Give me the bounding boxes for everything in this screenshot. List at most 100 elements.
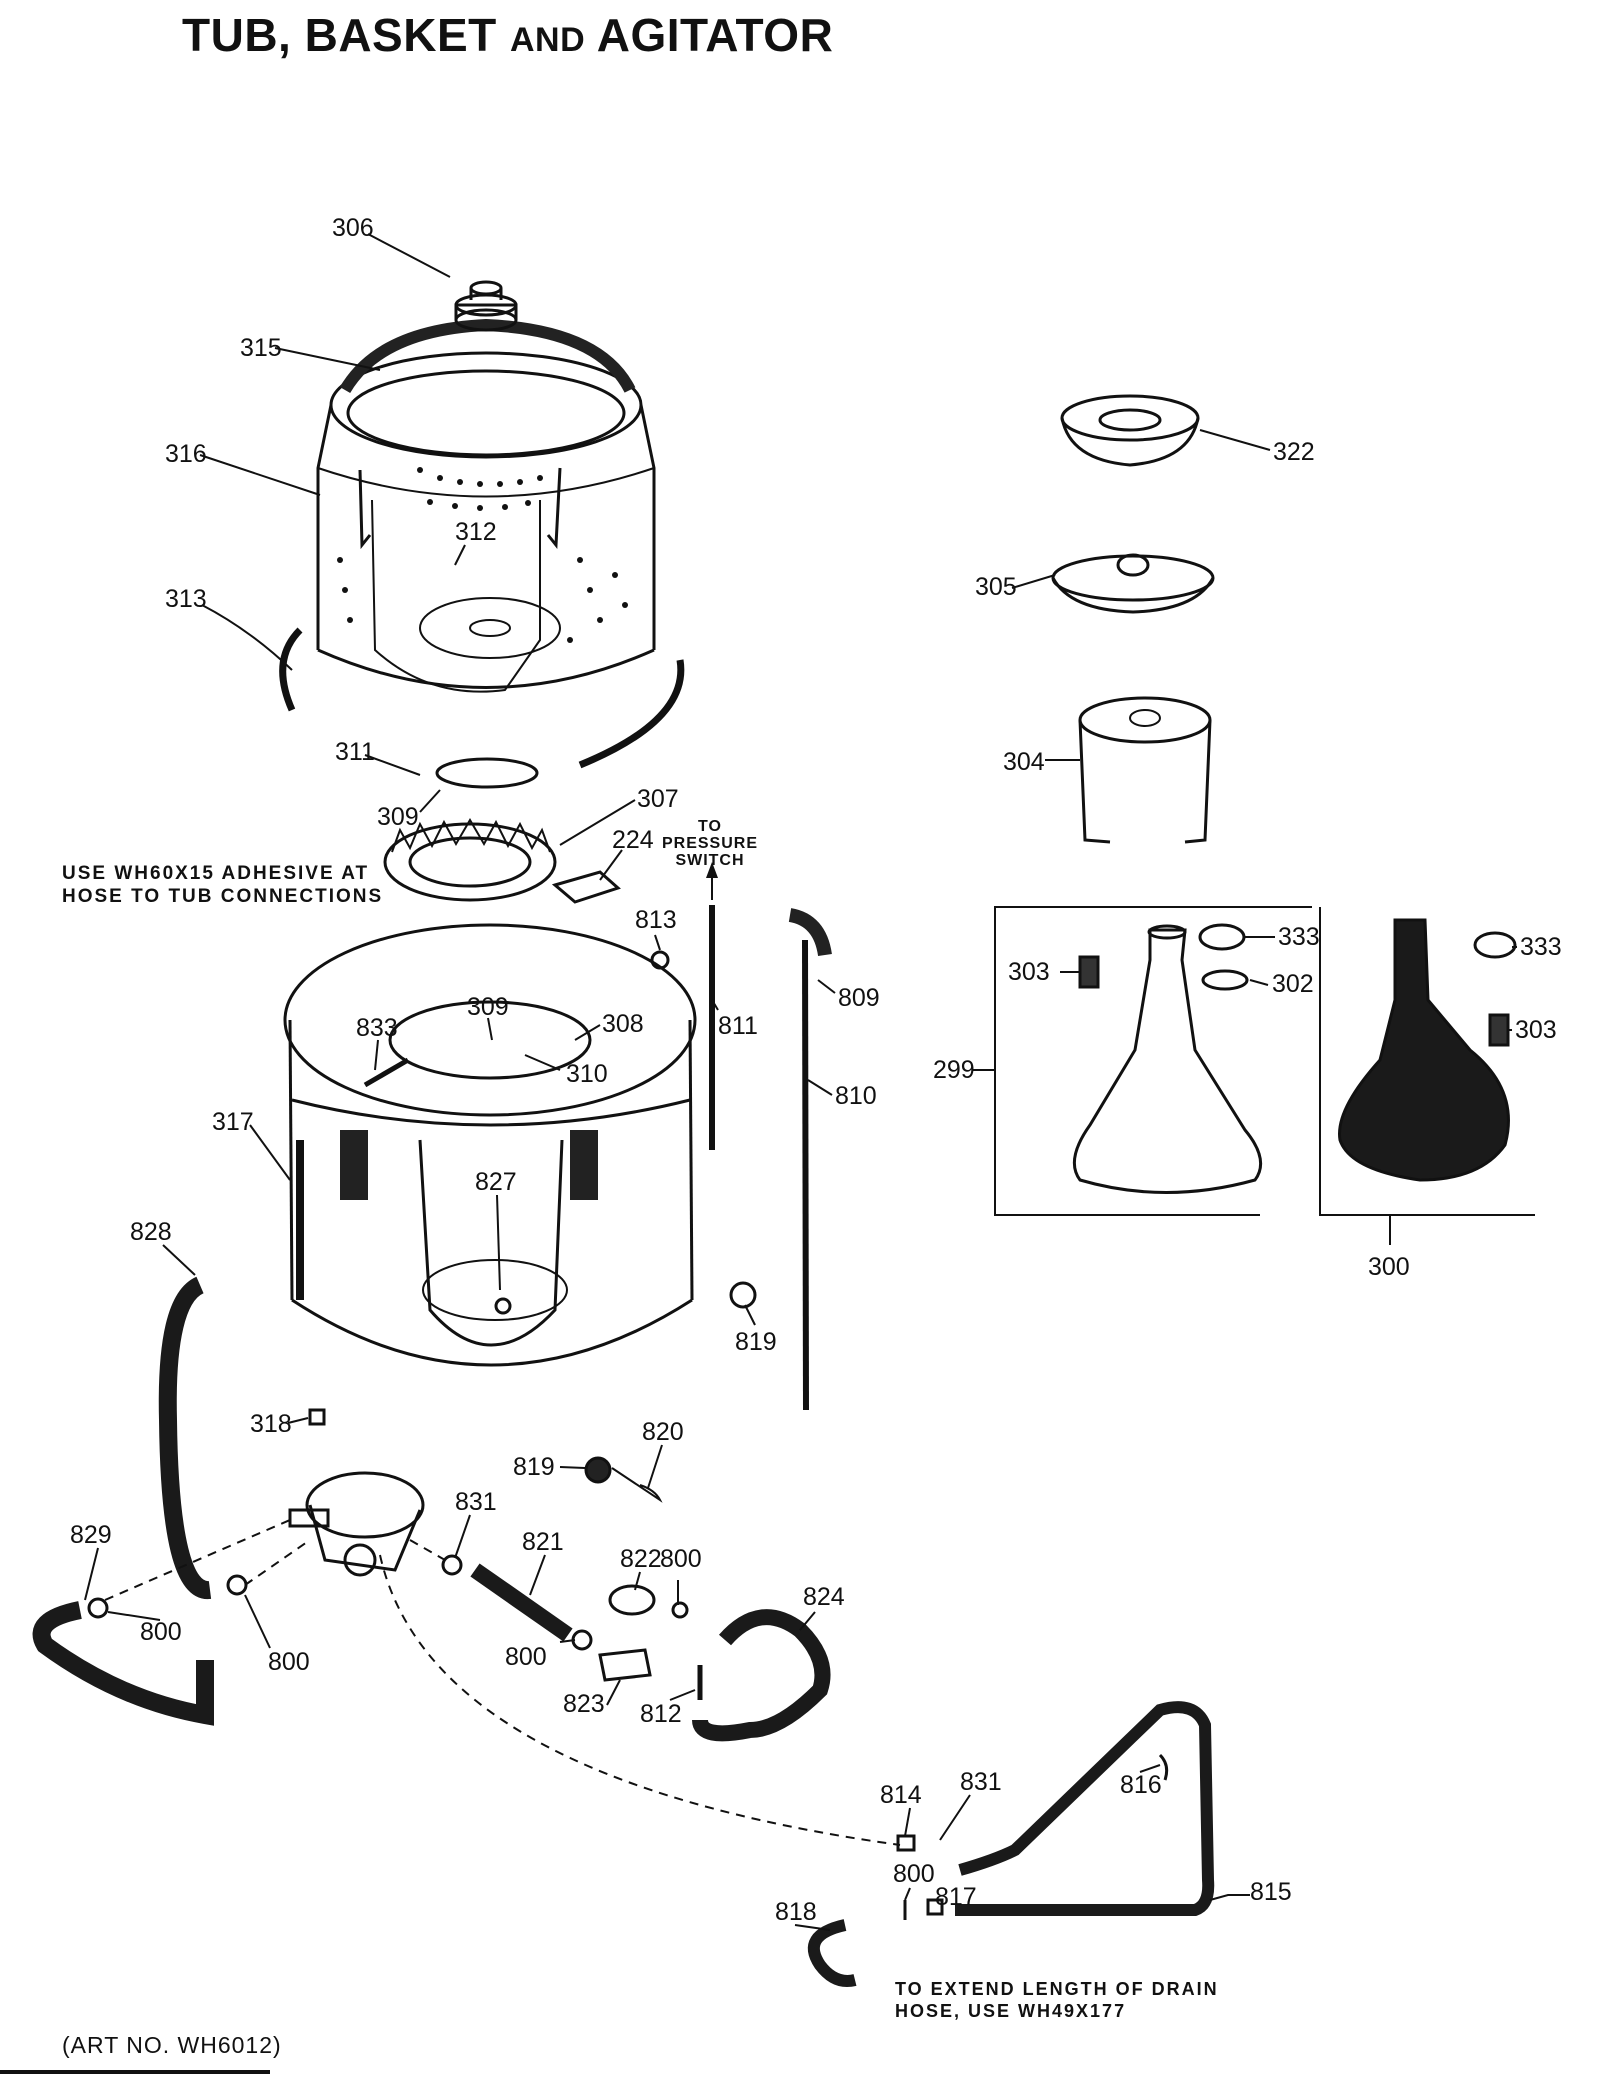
pressure-switch-note: TO PRESSURE SWITCH xyxy=(661,818,759,869)
callout-309a: 309 xyxy=(377,803,419,831)
callout-303a: 303 xyxy=(1008,958,1050,986)
callout-816: 816 xyxy=(1120,1771,1162,1799)
callout-819a: 819 xyxy=(735,1328,777,1356)
part-833 xyxy=(363,1057,410,1088)
grommet-819-part xyxy=(729,1281,757,1309)
hose-313-part xyxy=(279,627,685,769)
part-303a xyxy=(1078,955,1100,989)
callout-309b: 309 xyxy=(467,993,509,1021)
clip-820-part xyxy=(611,1467,663,1503)
callout-824: 824 xyxy=(803,1583,845,1611)
callout-299: 299 xyxy=(933,1056,975,1084)
callout-833: 833 xyxy=(356,1014,398,1042)
ring-800-parts xyxy=(87,1554,689,1651)
callout-800b: 800 xyxy=(140,1618,182,1646)
seal-307-part xyxy=(383,818,557,902)
callout-813: 813 xyxy=(635,906,677,934)
hose-824-part xyxy=(692,1609,831,1742)
basket-part xyxy=(316,351,656,693)
hose-821-part xyxy=(470,1563,573,1642)
hose-829-part xyxy=(32,1601,214,1726)
part-822 xyxy=(608,1584,656,1616)
callout-817: 817 xyxy=(935,1883,977,1911)
connection-line xyxy=(409,1539,446,1561)
cap-322-part xyxy=(1060,394,1200,467)
callout-800d: 800 xyxy=(505,1643,547,1671)
part-333a xyxy=(1198,923,1246,951)
balance-ring-part xyxy=(339,318,636,394)
filter-305-part xyxy=(1051,553,1215,614)
callout-823: 823 xyxy=(563,1690,605,1718)
part-304 xyxy=(1078,696,1212,844)
leader-lines xyxy=(84,233,1517,1931)
callout-800c: 800 xyxy=(268,1648,310,1676)
hose-828-part xyxy=(158,1276,212,1600)
callout-821: 821 xyxy=(522,1528,564,1556)
adhesive-note: USE WH60X15 ADHESIVE AT HOSE TO TUB CONN… xyxy=(62,863,384,907)
art-number: (ART NO. WH6012) xyxy=(62,2032,282,2058)
callout-300: 300 xyxy=(1368,1253,1410,1281)
callout-315: 315 xyxy=(240,334,282,362)
callout-820: 820 xyxy=(642,1418,684,1446)
callout-318: 318 xyxy=(250,1410,292,1438)
part-818 xyxy=(807,1919,857,1987)
page-title: TUB, BASKET AND AGITATOR xyxy=(182,9,834,61)
callout-308: 308 xyxy=(602,1010,644,1038)
part-814 xyxy=(896,1834,916,1852)
callout-812: 812 xyxy=(640,1700,682,1728)
part-816 xyxy=(1158,1753,1169,1781)
callout-828: 828 xyxy=(130,1218,172,1246)
callout-831a: 831 xyxy=(455,1488,497,1516)
callout-800e: 800 xyxy=(893,1860,935,1888)
callout-316: 316 xyxy=(165,440,207,468)
callout-312: 312 xyxy=(455,518,497,546)
callout-810: 810 xyxy=(835,1082,877,1110)
callout-310: 310 xyxy=(566,1060,608,1088)
connection-line xyxy=(244,1539,311,1586)
bracket-224-part xyxy=(551,870,621,904)
pump-part xyxy=(288,1471,425,1577)
callout-322: 322 xyxy=(1273,438,1315,466)
hub-part xyxy=(454,280,518,332)
callout-815: 815 xyxy=(1250,1878,1292,1906)
callout-827: 827 xyxy=(475,1168,517,1196)
callout-818: 818 xyxy=(775,1898,817,1926)
elbow-809-part xyxy=(788,908,832,957)
callout-822: 822 xyxy=(620,1545,662,1573)
callout-333b: 333 xyxy=(1520,933,1562,961)
callout-224: 224 xyxy=(612,826,654,854)
clip-318-part xyxy=(308,1408,326,1426)
callout-831b: 831 xyxy=(960,1768,1002,1796)
connection-line xyxy=(379,1554,901,1846)
callout-811: 811 xyxy=(718,1012,758,1040)
grommet-819b-part xyxy=(584,1456,612,1484)
callout-800a: 800 xyxy=(660,1545,702,1573)
callout-317: 317 xyxy=(212,1108,254,1136)
callout-809: 809 xyxy=(838,984,880,1012)
part-813 xyxy=(650,950,670,970)
callout-304: 304 xyxy=(1003,748,1045,776)
callout-814: 814 xyxy=(880,1781,922,1809)
agitator-299-part xyxy=(1072,924,1263,1194)
part-333b xyxy=(1473,931,1517,959)
callout-302: 302 xyxy=(1272,970,1314,998)
drain-hose-note: TO EXTEND LENGTH OF DRAIN HOSE, USE WH49… xyxy=(895,1979,1219,2021)
tube-810-part xyxy=(802,939,809,1411)
clamp-309-part xyxy=(435,757,539,789)
box-299 xyxy=(994,906,1312,1216)
callout-819b: 819 xyxy=(513,1453,555,1481)
connection-line xyxy=(104,1519,291,1601)
callout-333a: 333 xyxy=(1278,923,1320,951)
callout-313: 313 xyxy=(165,585,207,613)
callout-305: 305 xyxy=(975,573,1017,601)
arrow-head xyxy=(706,862,718,878)
part-303b xyxy=(1488,1013,1510,1047)
agitator-300-part xyxy=(1338,918,1510,1182)
box-300 xyxy=(1319,907,1535,1216)
callout-311: 311 xyxy=(335,738,375,766)
part-823 xyxy=(598,1648,652,1682)
callout-307: 307 xyxy=(637,785,679,813)
tub-part xyxy=(283,923,697,1367)
callout-306: 306 xyxy=(332,214,374,242)
